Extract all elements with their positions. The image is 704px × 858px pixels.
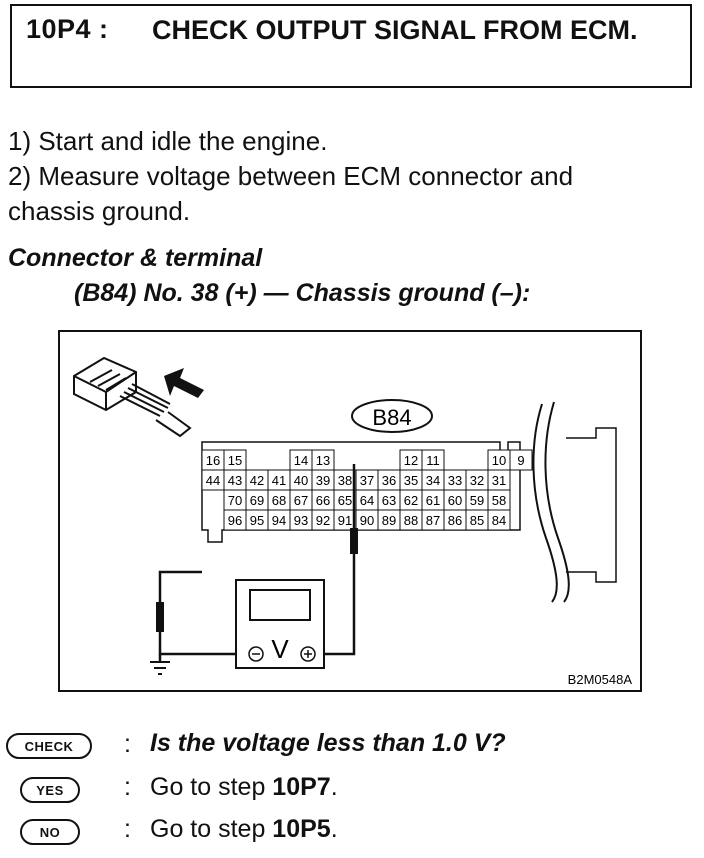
- no-end: .: [330, 815, 338, 843]
- terminal-number: 41: [272, 473, 286, 488]
- no-prefix: Go to step: [150, 815, 273, 843]
- figure-id: B2M0548A: [568, 672, 633, 687]
- terminal-number: 15: [228, 453, 242, 468]
- terminal-number: 88: [404, 513, 418, 528]
- terminal-number: 64: [360, 493, 374, 508]
- terminal-number: 39: [316, 473, 330, 488]
- terminal-number: 69: [250, 493, 264, 508]
- terminal-number: 66: [316, 493, 330, 508]
- terminal-number: 68: [272, 493, 286, 508]
- terminal-number: 96: [228, 513, 242, 528]
- check-badge: CHECK: [6, 733, 92, 759]
- terminal-number: 61: [426, 493, 440, 508]
- terminal-number: 91: [338, 513, 352, 528]
- terminal-number: 38: [338, 473, 352, 488]
- terminal-number: 11: [426, 453, 440, 468]
- colon: :: [124, 815, 131, 843]
- terminal-number: 37: [360, 473, 374, 488]
- terminal-number: 93: [294, 513, 308, 528]
- terminal-number: 33: [448, 473, 462, 488]
- terminal-number: 85: [470, 513, 484, 528]
- connector-label-oval: [351, 399, 433, 433]
- no-step: 10P5: [272, 815, 331, 843]
- yes-end: .: [330, 773, 338, 801]
- terminal-grid: 16 15 14 13 12 11 10 9 44 43 42 41 40 39 38 37 36 35 34 33 3…: [201, 449, 533, 531]
- terminal-number: 60: [448, 493, 462, 508]
- no-badge: NO: [20, 819, 80, 845]
- terminal-number: 84: [492, 513, 506, 528]
- terminal-number: 65: [338, 493, 352, 508]
- terminal-number: 36: [382, 473, 396, 488]
- voltmeter: V: [235, 579, 325, 669]
- colon: :: [124, 730, 131, 758]
- terminal-number: 86: [448, 513, 462, 528]
- terminal-number: 59: [470, 493, 484, 508]
- terminal-number: 63: [382, 493, 396, 508]
- yes-answer: Go to step 10P7.: [150, 773, 338, 802]
- terminal-cell: [487, 509, 511, 531]
- instruction-2-cont: chassis ground.: [8, 196, 191, 226]
- terminal-number: 87: [426, 513, 440, 528]
- terminal-cell: [509, 449, 533, 471]
- terminal-number: 94: [272, 513, 286, 528]
- instruction-1: 1) Start and idle the engine.: [8, 126, 328, 156]
- terminal-number: 31: [492, 473, 506, 488]
- harness-connector-icon: [73, 356, 192, 438]
- terminal-number: 32: [470, 473, 484, 488]
- yes-prefix: Go to step: [150, 773, 273, 801]
- colon: :: [124, 773, 131, 801]
- terminal-number: 90: [360, 513, 374, 528]
- terminal-number: 42: [250, 473, 264, 488]
- terminal-number: 89: [382, 513, 396, 528]
- terminal-number: 43: [228, 473, 242, 488]
- connector-heading: Connector & terminal: [8, 244, 263, 272]
- negative-probe: [156, 602, 164, 632]
- terminal-number: 9: [517, 453, 524, 468]
- terminal-number: 16: [206, 453, 220, 468]
- terminal-number: 10: [492, 453, 506, 468]
- terminal-number: 13: [316, 453, 330, 468]
- positive-probe: [350, 528, 358, 554]
- terminal-number: 62: [404, 493, 418, 508]
- terminal-number: 92: [316, 513, 330, 528]
- terminal-number: 34: [426, 473, 440, 488]
- terminal-number: 40: [294, 473, 308, 488]
- voltmeter-symbol: V: [271, 634, 289, 664]
- terminal-number: 67: [294, 493, 308, 508]
- check-question: Is the voltage less than 1.0 V?: [150, 729, 506, 757]
- terminal-number: 58: [492, 493, 506, 508]
- wiring-diagram: B84 16 15 14 13 12 11 10 9 44 43 42 41 40 39 38 37 36 35 3…: [73, 356, 633, 687]
- arrow-icon: [164, 368, 204, 398]
- terminal-number: 70: [228, 493, 242, 508]
- no-answer: Go to step 10P5.: [150, 815, 338, 844]
- connector-label: B84: [372, 405, 411, 430]
- terminal-number: 14: [294, 453, 308, 468]
- terminal-number: 95: [250, 513, 264, 528]
- yes-step: 10P7: [272, 773, 331, 801]
- terminal-number: 12: [404, 453, 418, 468]
- terminal-number: 44: [206, 473, 220, 488]
- terminal-number: 35: [404, 473, 418, 488]
- step-header: 10P4 : CHECK OUTPUT SIGNAL FROM ECM.: [10, 4, 692, 88]
- wiring-figure: B84 16 15 14 13 12 11 10 9 44 43 42 41 40 39 38 37 36 35 3…: [58, 330, 642, 692]
- connector-detail: (B84) No. 38 (+) — Chassis ground (–):: [74, 279, 531, 307]
- yes-badge: YES: [20, 777, 80, 803]
- step-title: CHECK OUTPUT SIGNAL FROM ECM.: [152, 15, 638, 45]
- instruction-2: 2) Measure voltage between ECM connector…: [8, 161, 574, 191]
- step-code: 10P4 :: [26, 14, 109, 44]
